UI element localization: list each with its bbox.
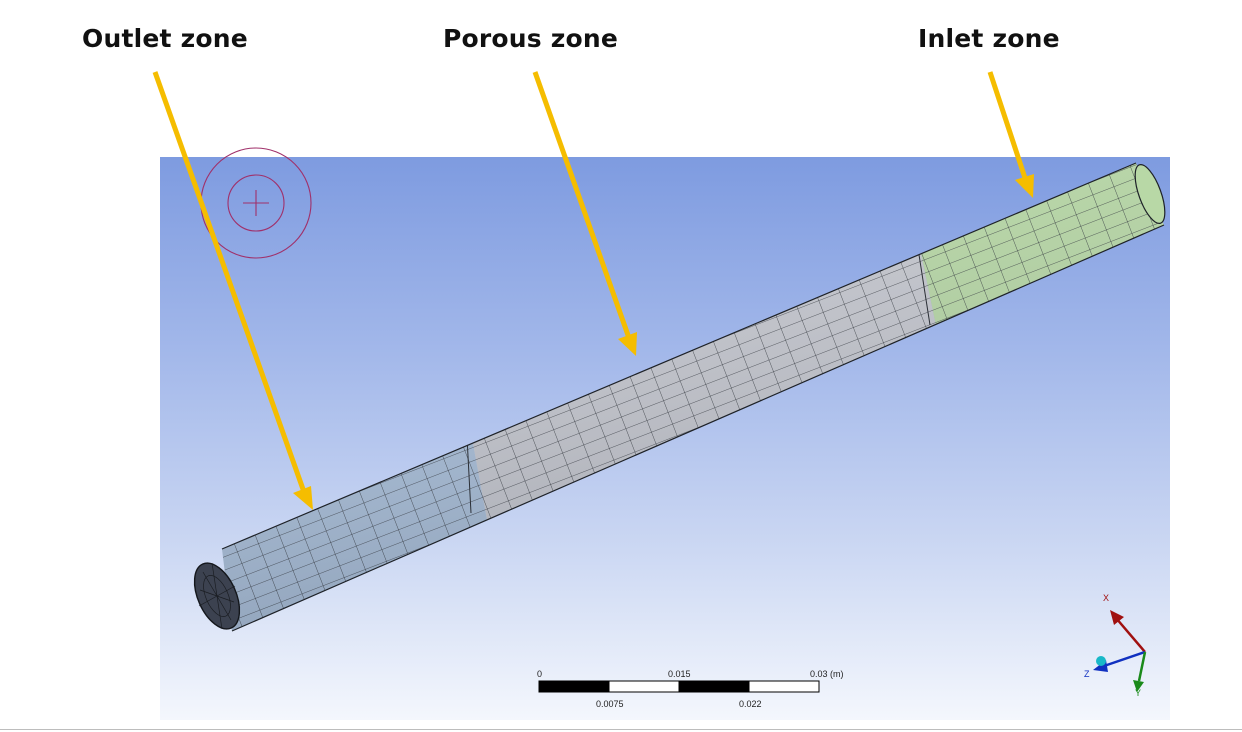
axis-x-label: X bbox=[1103, 593, 1110, 603]
outlet-end-cap bbox=[193, 562, 241, 630]
pipe-mesh[interactable] bbox=[150, 90, 1210, 700]
scale-tick-0: 0 bbox=[537, 669, 543, 679]
scale-bar bbox=[538, 680, 820, 693]
scale-tick-0022: 0.022 bbox=[739, 699, 762, 709]
inlet-zone-arrow bbox=[987, 71, 1034, 198]
scale-tick-00075: 0.0075 bbox=[596, 699, 624, 709]
scale-tick-003: 0.03 (m) bbox=[810, 669, 844, 679]
outlet-zone-arrow bbox=[152, 71, 313, 510]
porous-zone-label: Porous zone bbox=[443, 24, 619, 53]
axis-z-label: Z bbox=[1084, 669, 1090, 679]
outlet-zone-label: Outlet zone bbox=[82, 24, 248, 53]
inlet-zone-label: Inlet zone bbox=[918, 24, 1060, 53]
scale-tick-0015: 0.015 bbox=[668, 669, 691, 679]
axis-y-label: Y bbox=[1135, 688, 1142, 698]
viewport-divider bbox=[0, 729, 1242, 730]
axis-triad-icon bbox=[1093, 610, 1147, 692]
porous-zone-arrow bbox=[532, 71, 637, 356]
inlet-end-cap bbox=[1134, 164, 1166, 224]
